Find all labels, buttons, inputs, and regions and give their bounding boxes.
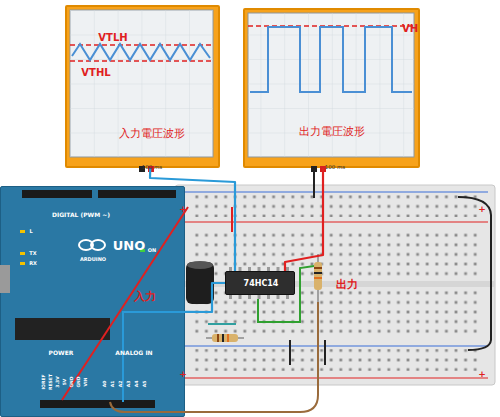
led-label: TX bbox=[29, 251, 36, 257]
rail-line bbox=[185, 191, 488, 192]
ground-wire bbox=[458, 197, 491, 350]
part-name: 74HC14 bbox=[244, 280, 279, 289]
header-label: ANALOG IN bbox=[115, 350, 152, 357]
terminal-holes bbox=[190, 289, 480, 337]
rail-sign: + bbox=[179, 370, 187, 380]
header-label: DIGITAL (PWM ~) bbox=[52, 212, 110, 219]
resistor-band bbox=[314, 272, 322, 274]
led-label: L bbox=[29, 229, 32, 235]
pin-name: GND bbox=[70, 376, 75, 387]
rail-line bbox=[185, 345, 488, 346]
center-channel bbox=[175, 281, 495, 287]
led-label: RX bbox=[29, 261, 37, 267]
pin-name: GND bbox=[77, 376, 82, 387]
threshold-label: VTLH bbox=[98, 32, 127, 43]
rail-sign: + bbox=[179, 205, 187, 215]
resistor-band bbox=[227, 334, 229, 342]
ground-wire bbox=[324, 340, 326, 365]
pin-name: A1 bbox=[111, 381, 116, 388]
breadboard bbox=[175, 185, 495, 385]
pin-name: A2 bbox=[119, 381, 124, 388]
pin-name: IOREF bbox=[42, 374, 47, 389]
pin-name: 5V bbox=[63, 379, 68, 386]
pin-name: A5 bbox=[143, 381, 148, 388]
resistor-band bbox=[314, 277, 322, 279]
time-scale: 100 ms bbox=[325, 164, 345, 170]
probe-wire bbox=[185, 283, 225, 312]
resistor-band bbox=[314, 267, 322, 269]
oscilloscope: 出力電圧波形 100 ms bbox=[243, 8, 420, 168]
signal-label: 出力 bbox=[336, 279, 358, 291]
resistor-lead bbox=[206, 337, 244, 339]
rail-sign: + bbox=[478, 205, 486, 215]
probe-wire bbox=[285, 168, 323, 271]
pin-name: A3 bbox=[127, 381, 132, 388]
pin-name: 3.3V bbox=[56, 376, 61, 387]
oscilloscope: 入力電圧波形 100 ms bbox=[65, 5, 220, 168]
pin-name: A0 bbox=[103, 381, 108, 388]
rail-holes bbox=[190, 349, 480, 371]
arduino-board: DIGITAL (PWM ~) UNO ARDUINO POWER ANALOG IN bbox=[0, 186, 185, 417]
jumper-wire bbox=[208, 323, 236, 325]
ground-wire bbox=[289, 340, 291, 365]
pin-name: VIN bbox=[84, 378, 89, 387]
level-label: VH bbox=[402, 23, 418, 34]
ic-chip: 74HC14 bbox=[225, 271, 295, 295]
resistor-symbol bbox=[212, 334, 238, 342]
ground-wire bbox=[313, 172, 315, 198]
threshold-label: VTHL bbox=[81, 67, 110, 78]
capacitor bbox=[186, 262, 214, 304]
rail-line bbox=[185, 377, 488, 378]
power-wire bbox=[231, 207, 233, 232]
resistor-lead bbox=[317, 254, 319, 302]
brand-name: ARDUINO bbox=[80, 257, 106, 263]
rail-line bbox=[185, 221, 488, 222]
led-label: ON bbox=[148, 248, 156, 254]
rail-holes bbox=[190, 195, 480, 217]
rail-sign: + bbox=[478, 370, 486, 380]
resistor-symbol bbox=[314, 262, 322, 290]
signal-label: 入力 bbox=[134, 291, 156, 303]
capacitor bbox=[187, 261, 213, 269]
header-label: POWER bbox=[49, 350, 74, 357]
pin-name: A4 bbox=[135, 381, 140, 388]
resistor-band bbox=[222, 334, 224, 342]
resistor-band bbox=[217, 334, 219, 342]
pin-name: RESET bbox=[49, 374, 54, 390]
scope-caption: 入力電圧波形 bbox=[119, 128, 185, 140]
time-scale: 100 ms bbox=[142, 164, 162, 170]
board-name: UNO bbox=[113, 239, 146, 253]
scope-caption: 出力電圧波形 bbox=[299, 126, 365, 138]
